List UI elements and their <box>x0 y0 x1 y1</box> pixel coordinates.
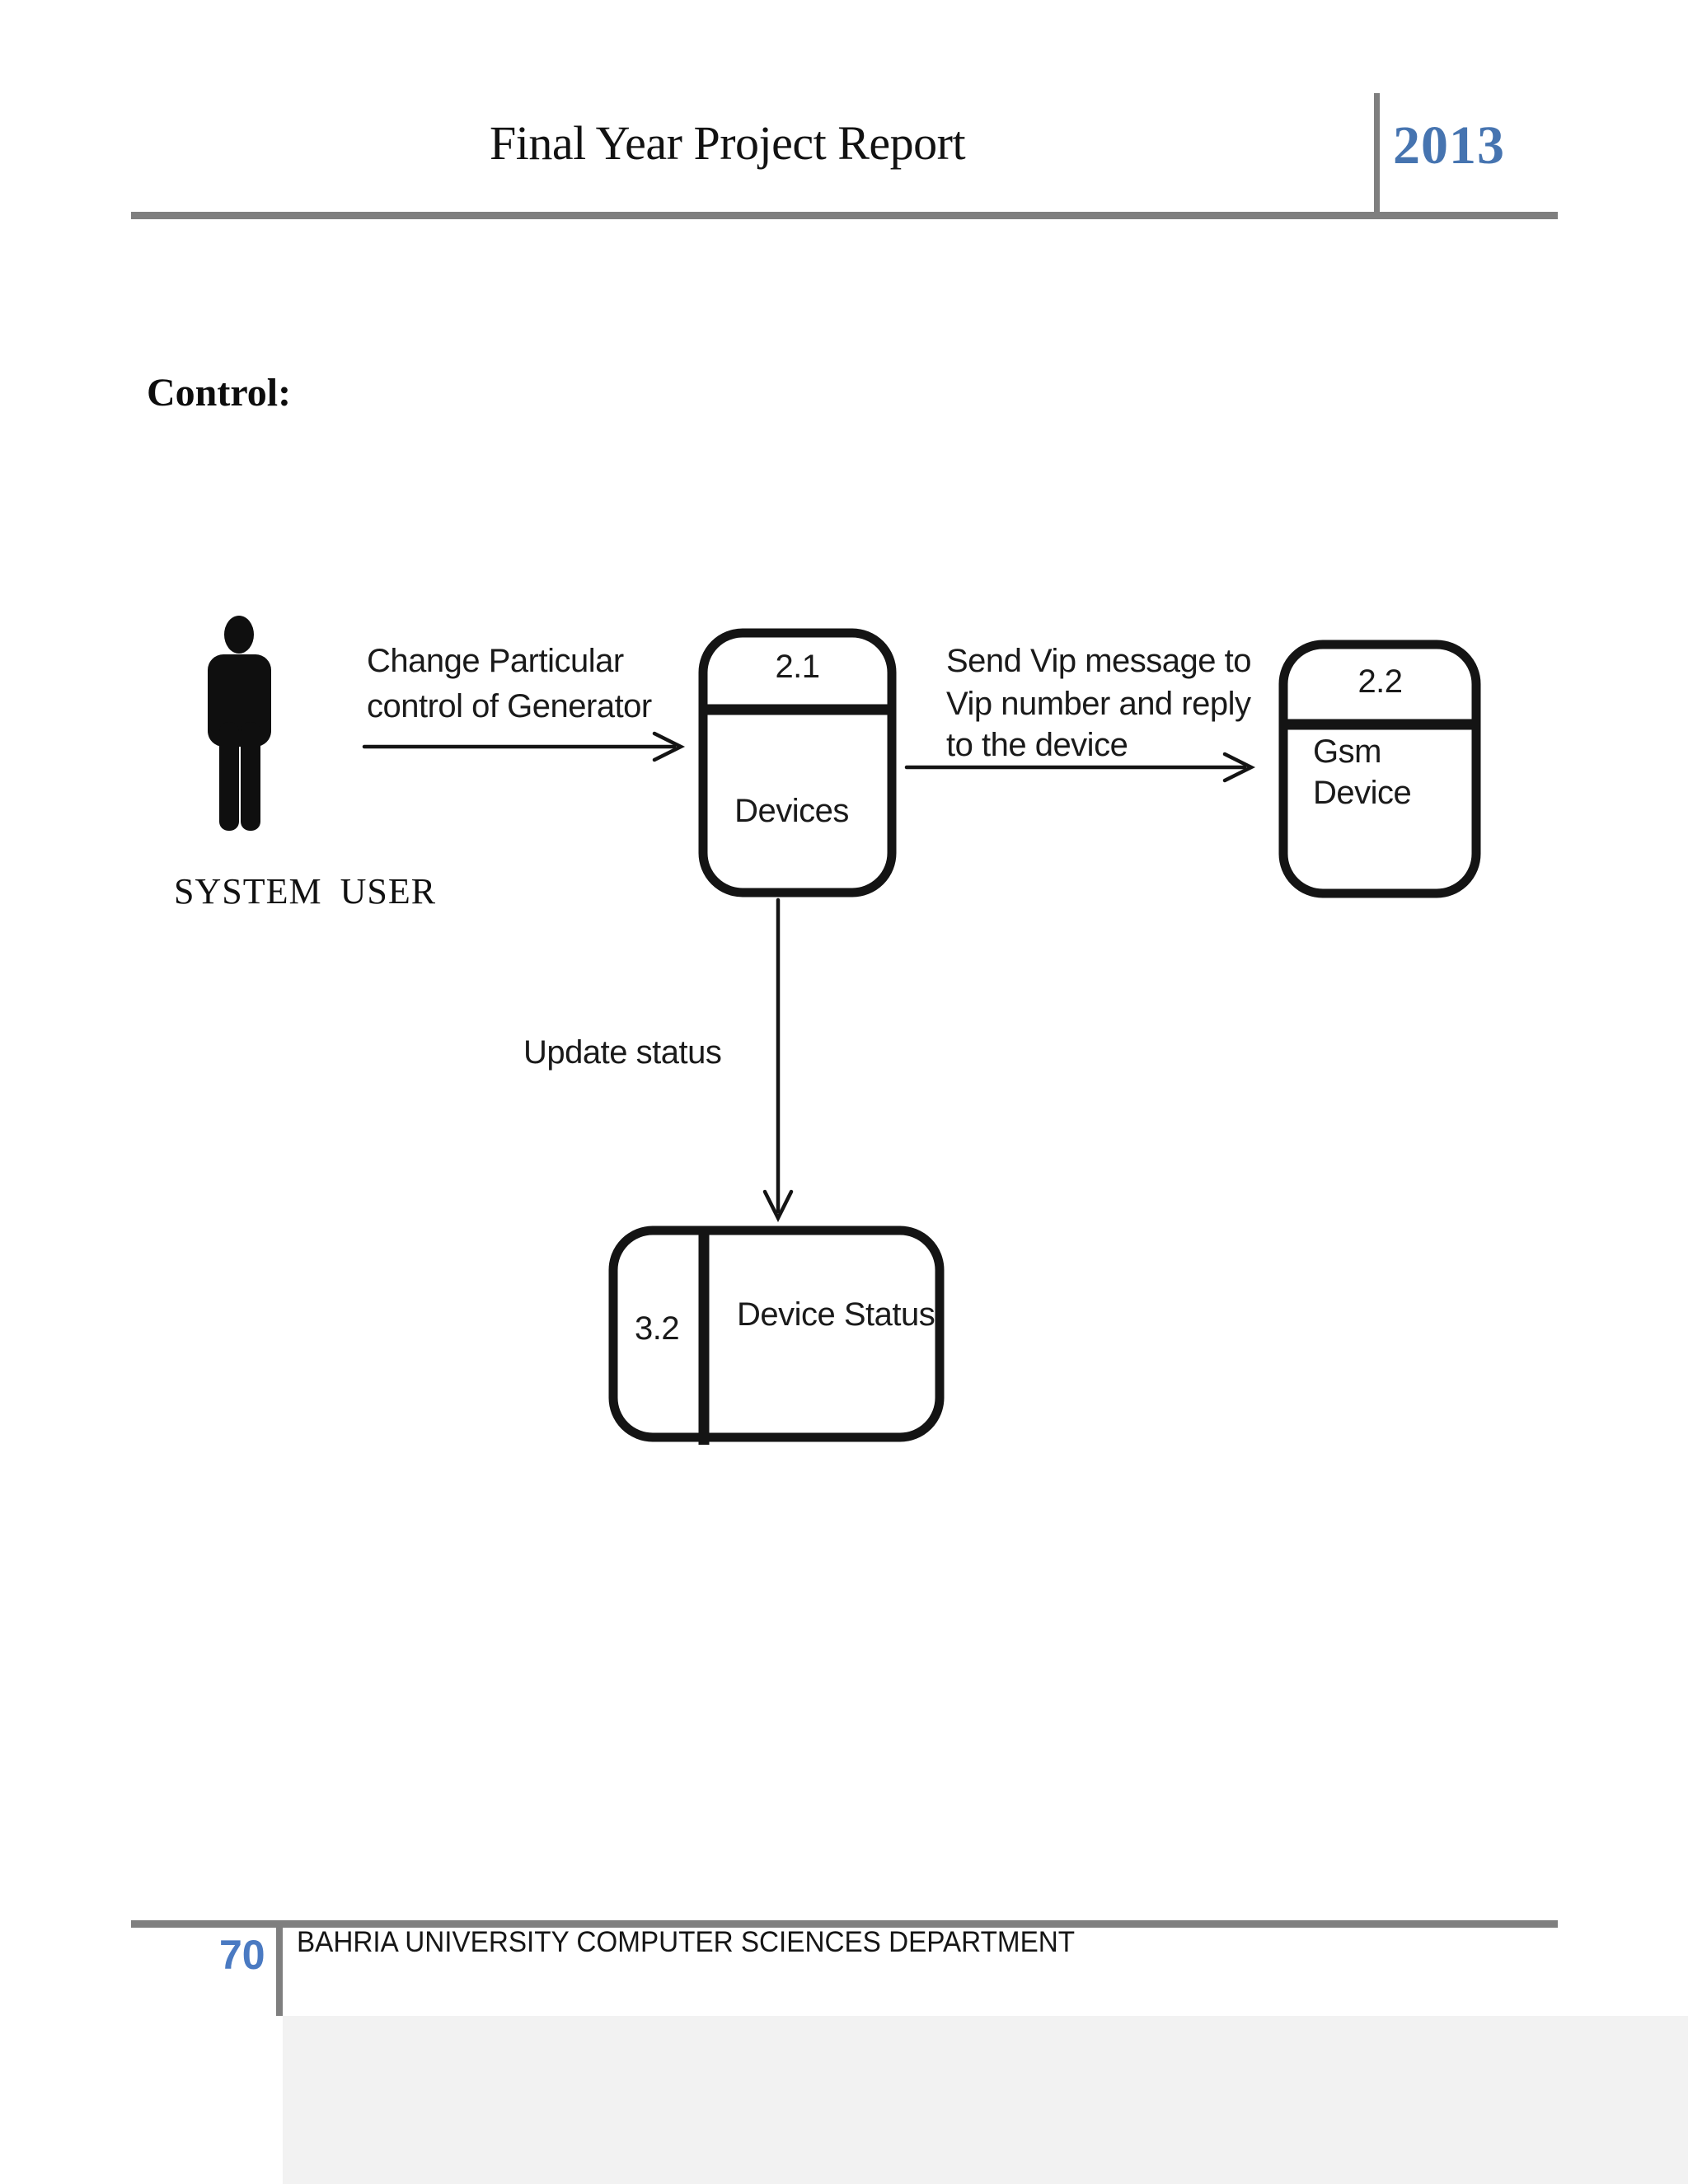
footer-divider-line <box>276 1922 283 2016</box>
datastore-box-3-2 <box>608 1226 945 1445</box>
footer-rule <box>131 1920 1558 1928</box>
process2-name-line2: Device <box>1313 775 1412 811</box>
flow1-label-line2: control of Generator <box>367 688 652 724</box>
process2-name-line1: Gsm <box>1313 733 1381 770</box>
flow2-label-line3: to the device <box>946 727 1128 763</box>
process1-id: 2.1 <box>775 649 820 685</box>
page-bottom-shade <box>283 2016 1688 2184</box>
header-divider-line <box>1374 93 1380 215</box>
flow1-label-line1: Change Particular <box>367 643 624 679</box>
flow1-arrow <box>362 731 686 762</box>
section-heading: Control: <box>147 371 292 415</box>
person-icon <box>208 616 271 831</box>
process-box-2-2 <box>1278 640 1481 898</box>
header-rule <box>131 212 1558 219</box>
process2-id: 2.2 <box>1357 663 1403 700</box>
process-box-2-1 <box>698 628 897 898</box>
footer-department: BAHRIA UNIVERSITY COMPUTER SCIENCES DEPA… <box>297 1926 1076 1958</box>
flow2-label-line1: Send Vip message to <box>946 643 1252 679</box>
flow2-arrow <box>904 752 1256 783</box>
page-title: Final Year Project Report <box>490 116 966 170</box>
datastore-name: Device Status <box>737 1296 935 1333</box>
flow2-label-line2: Vip number and reply <box>946 686 1251 722</box>
footer-page-number: 70 <box>219 1932 265 1978</box>
flow3-arrow <box>762 898 794 1223</box>
datastore-id: 3.2 <box>635 1310 680 1347</box>
actor-label: SYSTEM USER <box>174 871 437 912</box>
process1-name: Devices <box>734 793 849 829</box>
header-year: 2013 <box>1393 115 1505 176</box>
flow3-label: Update status <box>523 1034 722 1071</box>
